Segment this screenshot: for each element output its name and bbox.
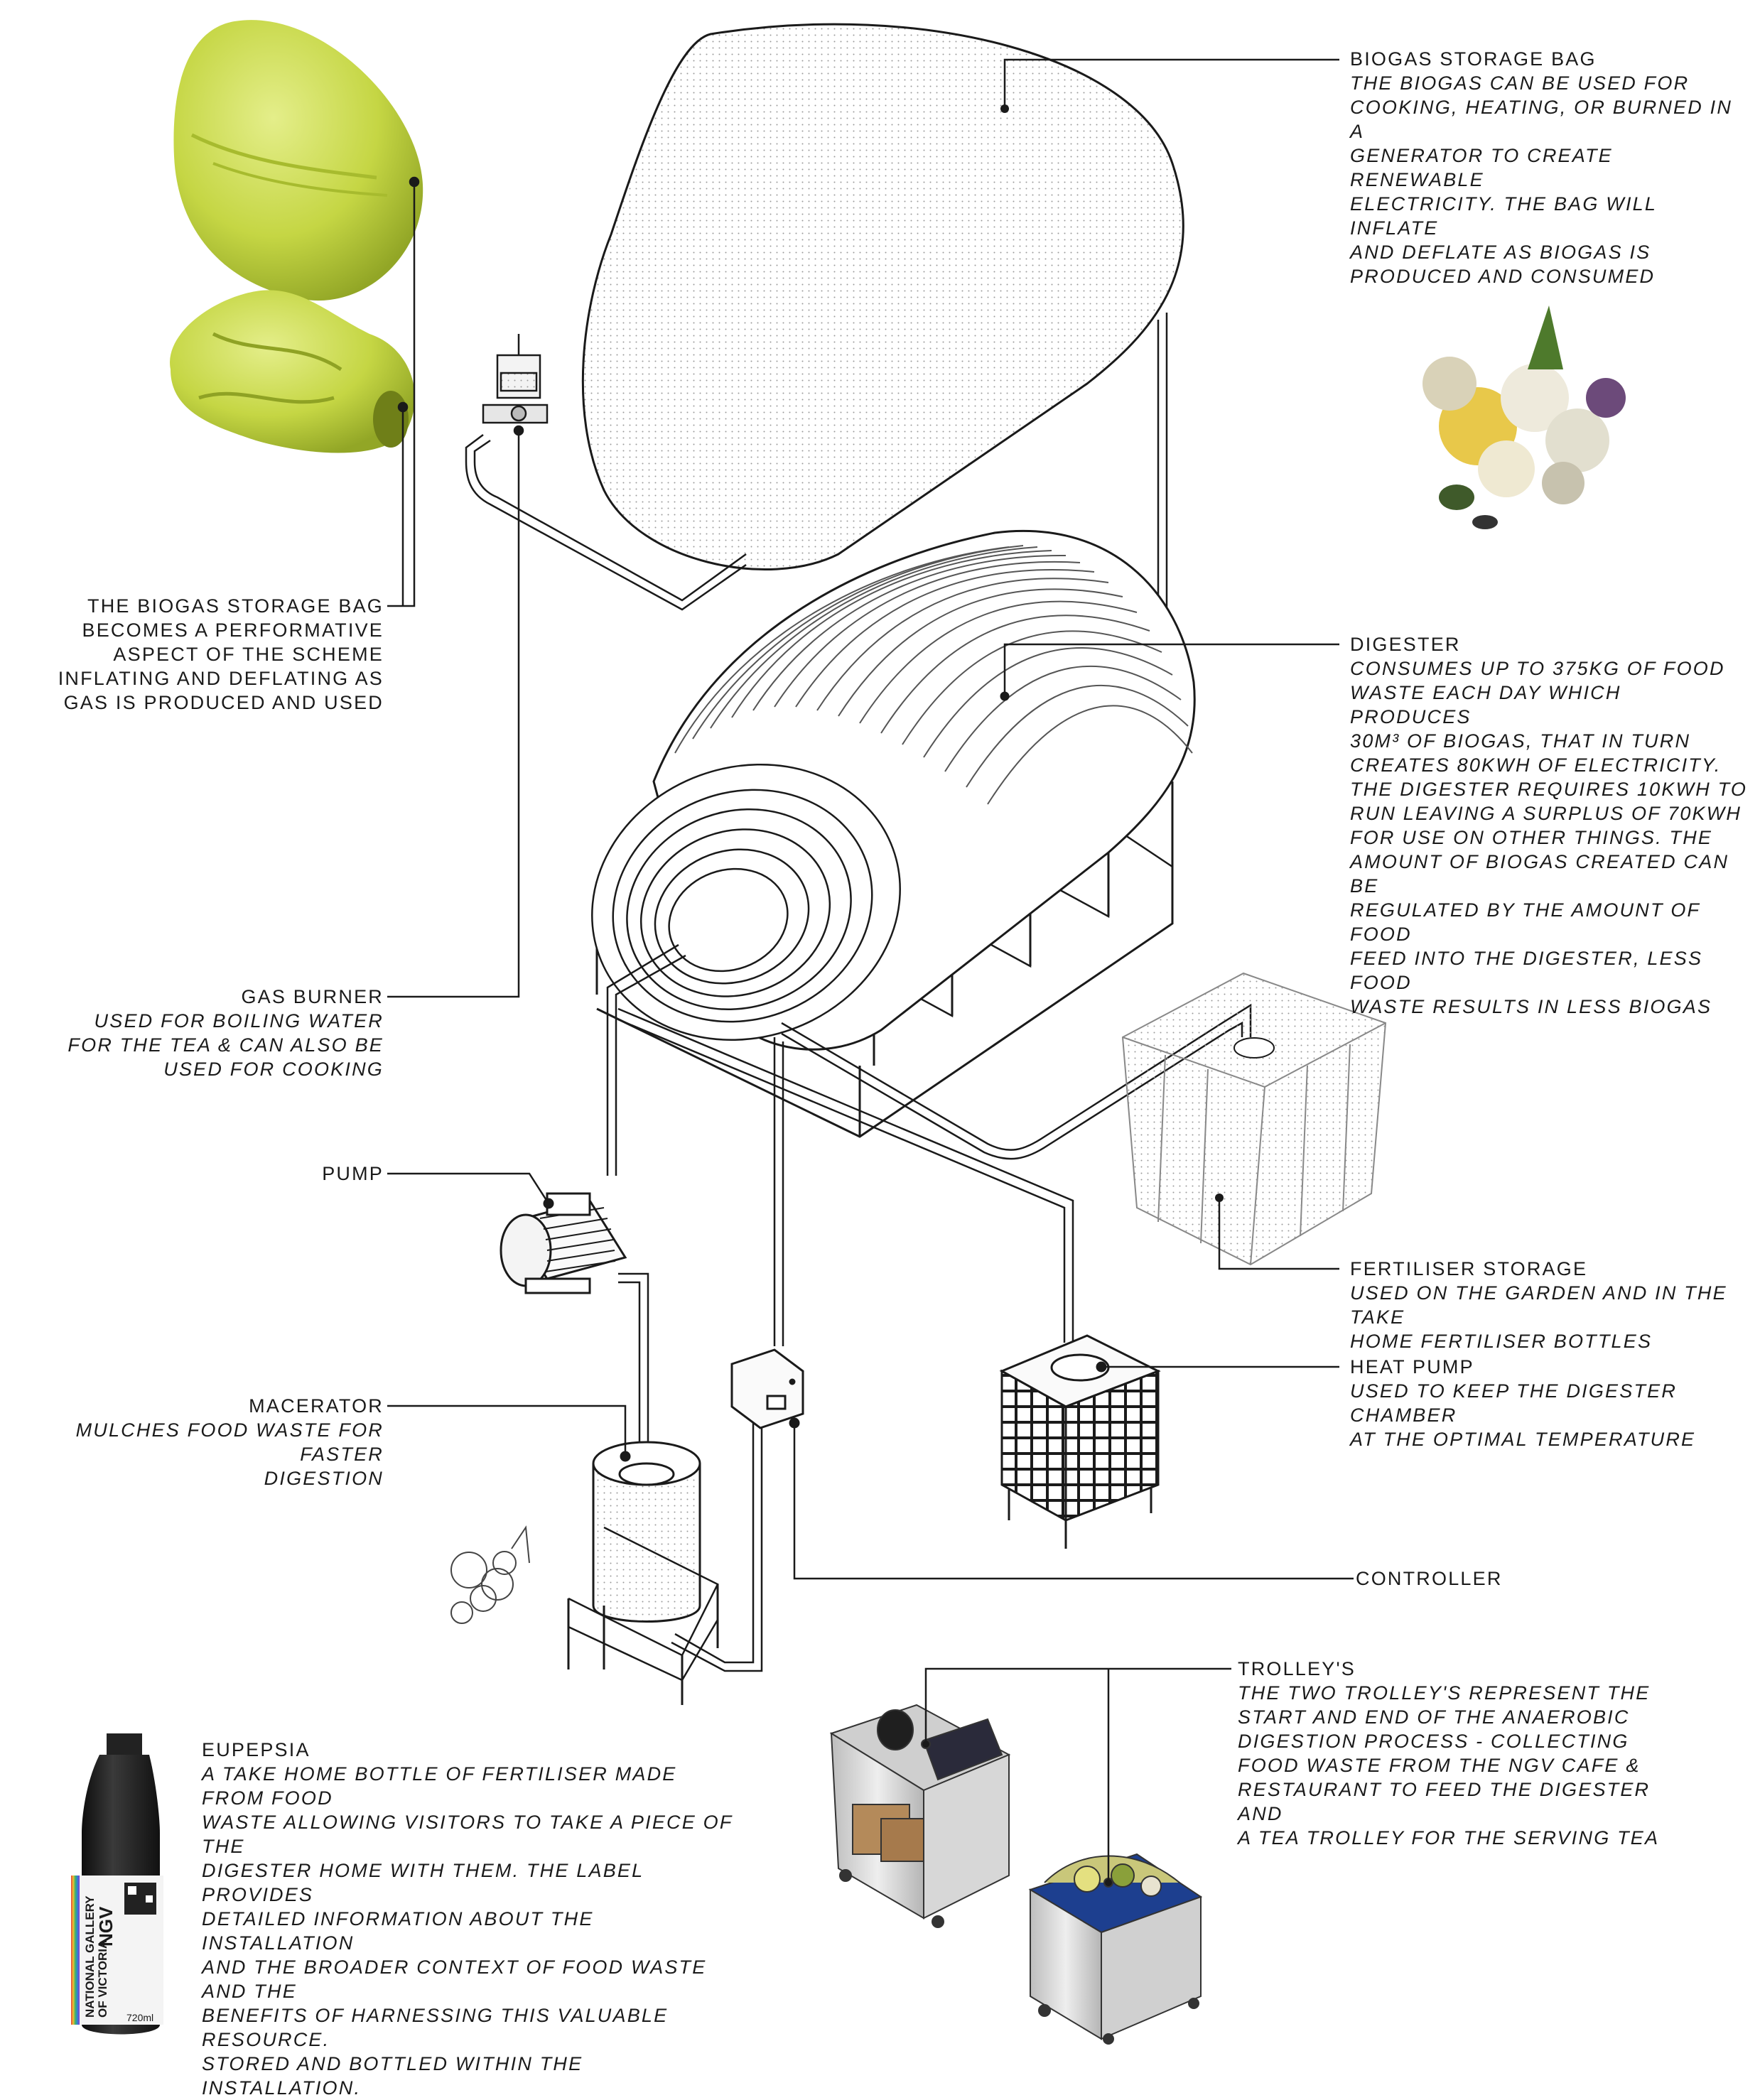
trolleys-label: TROLLEY'S THE TWO TROLLEY'S REPRESENT TH… [1238, 1657, 1692, 1850]
gas-burner-label: GAS BURNER USED FOR BOILING WATER FOR TH… [43, 985, 384, 1081]
heat-pump [999, 1334, 1339, 1549]
controller-title: CONTROLLER [1356, 1568, 1503, 1589]
biogas-bag-desc: THE BIOGAS CAN BE USED FOR COOKING, HEAT… [1350, 72, 1733, 287]
performative-leader [387, 176, 420, 607]
gas-pipe [465, 313, 1168, 639]
biogas-storage-bag [581, 23, 1339, 571]
controller-label: CONTROLLER [1356, 1566, 1640, 1591]
macerator [387, 1404, 719, 1705]
eupepsia-label: EUPEPSIA A TAKE HOME BOTTLE OF FERTILISE… [202, 1738, 742, 2100]
bottle-label-line2: OF VICTORIA [96, 1940, 109, 2018]
digester-label: DIGESTER CONSUMES UP TO 375KG OF FOOD WA… [1350, 632, 1748, 1019]
digester-title: DIGESTER [1350, 634, 1461, 655]
gas-burner-desc: USED FOR BOILING WATER FOR THE TEA & CAN… [68, 1010, 384, 1080]
performative-label: THE BIOGAS STORAGE BAG BECOMES A PERFORM… [43, 594, 384, 715]
macerator-desc: MULCHES FOOD WASTE FOR FASTER DIGESTION [75, 1419, 384, 1489]
eupepsia-desc: A TAKE HOME BOTTLE OF FERTILISER MADE FR… [202, 1763, 733, 2099]
macerator-title: MACERATOR [249, 1395, 384, 1417]
anaerobic-digester-diagram: NGV NATIONAL GALLERY OF VICTORIA 720ml [71, 20, 1626, 2045]
pump-title: PUMP [322, 1163, 384, 1184]
macerator-label: MACERATOR MULCHES FOOD WASTE FOR FASTER … [28, 1394, 384, 1490]
fertiliser-title: FERTILISER STORAGE [1350, 1258, 1588, 1279]
heat-pump-title: HEAT PUMP [1350, 1356, 1474, 1378]
bottle-brand: NGV [95, 1906, 117, 1947]
trolleys-desc: THE TWO TROLLEY'S REPRESENT THE START AN… [1238, 1682, 1660, 1849]
process-pipes [606, 943, 1252, 1672]
food-scraps-sketch [450, 1525, 530, 1624]
waste-trolley [1028, 1669, 1203, 2045]
biogas-bag-title: BIOGAS STORAGE BAG [1350, 48, 1597, 70]
gas-burner-title: GAS BURNER [241, 986, 384, 1007]
food-waste-image [1422, 305, 1626, 529]
tea-trolley [829, 1667, 1231, 1928]
eupepsia-title: EUPEPSIA [202, 1739, 311, 1760]
fertiliser-desc: USED ON THE GARDEN AND IN THE TAKE HOME … [1350, 1282, 1727, 1352]
pump [387, 1172, 627, 1294]
heat-pump-label: HEAT PUMP USED TO KEEP THE DIGESTER CHAM… [1350, 1355, 1748, 1451]
bottle-volume: 720ml [126, 2012, 153, 2023]
digester-desc: CONSUMES UP TO 375KG OF FOOD WASTE EACH … [1350, 658, 1748, 1017]
gas-burner [387, 334, 549, 998]
fertiliser-label: FERTILISER STORAGE USED ON THE GARDEN AN… [1350, 1257, 1748, 1353]
deflated-bag-image [170, 290, 415, 453]
performative-text: THE BIOGAS STORAGE BAG BECOMES A PERFORM… [58, 595, 384, 713]
heat-pump-desc: USED TO KEEP THE DIGESTER CHAMBER AT THE… [1350, 1380, 1696, 1450]
bottle-label-line1: NATIONAL GALLERY [83, 1895, 97, 2018]
controller [730, 1348, 1354, 1580]
pump-label: PUMP [43, 1162, 384, 1186]
trolleys-title: TROLLEY'S [1238, 1658, 1356, 1679]
eupepsia-bottle [71, 1733, 163, 2035]
biogas-bag-label: BIOGAS STORAGE BAG THE BIOGAS CAN BE USE… [1350, 47, 1748, 288]
fertiliser-storage [1121, 972, 1387, 1270]
inflated-bag-image [173, 20, 423, 301]
